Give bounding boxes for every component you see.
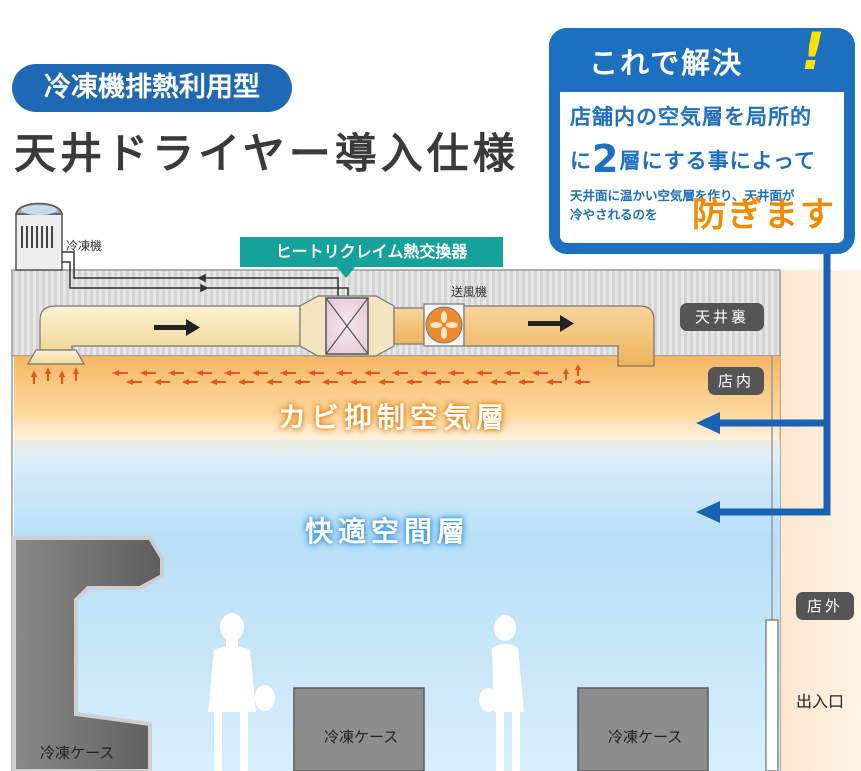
heat-exchanger-label: ヒートリクレイム熱交換器 [240,237,503,267]
warm-air-arrow [252,370,268,376]
warm-air-arrow [563,368,569,380]
warm-air-arrow [112,370,128,376]
callout-layer-count: 2 [592,137,620,181]
warm-air-arrows [31,364,590,385]
warm-air-arrow [182,379,198,385]
warm-air-arrow [336,370,352,376]
store-outside-tag: 店外 [796,592,854,620]
middle-case-label: 冷凍ケース [324,728,399,746]
warm-air-arrow [196,370,212,376]
callout-line-3: 天井面に温かい空気層を作り、天井面が [570,188,795,203]
shopper-left [208,613,275,771]
warm-air-arrow [518,379,534,385]
refrigerant-pipes [62,251,349,300]
callout-line-4: 冷やされるのを [570,207,658,222]
warm-air-arrow [154,379,170,385]
blower-label: 送風機 [451,285,488,299]
warm-air-arrow [350,379,366,385]
warm-air-arrow [73,367,79,381]
left-case-label: 冷凍ケース [40,744,115,762]
warm-air-arrow [462,379,478,385]
ceiling-space-tag: 天井裏 [680,303,764,331]
warm-air-arrow [59,370,65,384]
solution-callout: これで解決 ! 店舗内の空気層を局所的 に2層にする事によって 天井面に温かい空… [549,22,855,254]
callout-line-2: に2層にする事によって [570,137,816,181]
warm-air-arrow [224,370,240,376]
warm-air-arrow [266,379,282,385]
warm-air-arrow [420,370,436,376]
warm-air-arrow [126,379,142,385]
callout-title: これで解決 [589,46,744,80]
warm-air-arrow [504,370,520,376]
right-case-label: 冷凍ケース [608,728,683,746]
warm-air-arrow [378,379,394,385]
left-case [12,536,164,771]
callout-header: これで解決 ! [549,22,855,92]
right-case [577,687,709,771]
warm-air-arrow [308,370,324,376]
middle-case [293,687,425,771]
warm-air-arrow [434,379,450,385]
shopper-right [479,615,524,771]
warm-air-arrow [294,379,310,385]
warm-air-arrow [364,370,380,376]
heat-exchanger-label-pointer [336,266,356,278]
warm-air-arrow [238,379,254,385]
warm-air-arrow [406,379,422,385]
circulation-arrows [718,254,831,516]
duct-flow-arrows [154,315,574,336]
mold-layer-label: カビ抑制空気層 [278,401,510,434]
warm-air-arrow [31,370,37,384]
exclamation-icon: ! [801,22,825,82]
warm-air-arrow [574,379,590,385]
warm-air-arrow [546,379,562,385]
warm-air-arrow [168,370,184,376]
warm-air-arrow [532,370,548,376]
store-inside-tag: 店内 [708,367,764,395]
warm-air-arrow [322,379,338,385]
page-title: 天井ドライヤー導入仕様 [14,129,519,178]
refrigerator-unit-label: 冷凍機 [66,239,103,253]
warm-air-arrow [210,379,226,385]
warm-air-arrow [140,370,156,376]
callout-emphasis: 防ぎます [692,195,836,235]
entrance-door [765,619,779,771]
callout-line-1: 店舗内の空気層を局所的 [570,105,812,129]
warm-air-arrow [448,370,464,376]
warm-air-arrow [392,370,408,376]
warm-air-arrow [476,370,492,376]
warm-air-arrow [575,364,581,376]
callout-line-2-suffix: 層にする事によって [619,149,816,173]
category-badge: 冷凍機排熱利用型 [12,64,292,112]
comfort-layer-label: 快適空間層 [305,515,471,548]
refrigerator-unit [15,202,63,271]
circulation-arrowheads [696,412,720,523]
entrance-label: 出入口 [796,692,845,711]
warm-air-arrow [45,367,51,381]
warm-air-arrow [490,379,506,385]
warm-air-arrow [280,370,296,376]
callout-line-2-prefix: に [570,149,592,173]
outside-area [780,270,861,771]
